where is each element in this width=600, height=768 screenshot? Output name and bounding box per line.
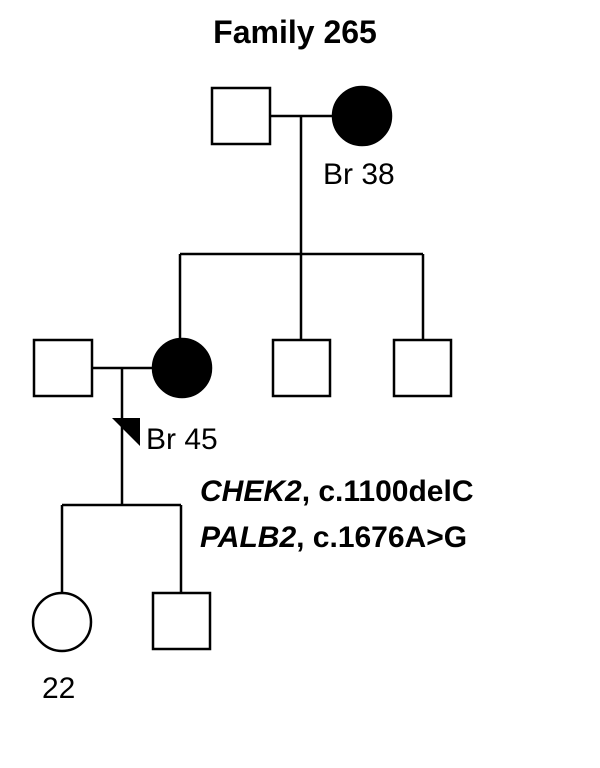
gen1-mother-label: Br 38 bbox=[323, 158, 395, 191]
gen3-son-male-symbol bbox=[151, 591, 212, 651]
gen2-son2-male-symbol bbox=[392, 338, 453, 398]
gen2-daughter-affected-female-symbol bbox=[151, 337, 213, 399]
gen2-spouse-male-symbol bbox=[32, 338, 94, 398]
variant-change-2: , c.1676A>G bbox=[296, 521, 468, 554]
gen2-daughter-label: Br 45 bbox=[146, 423, 218, 456]
pedigree-title: Family 265 bbox=[213, 14, 377, 50]
variant-change-1: , c.1100delC bbox=[301, 475, 474, 508]
variant-gene-1: CHEK2 bbox=[200, 475, 302, 508]
proband-arrow-icon bbox=[112, 418, 140, 446]
gen3-daughter-age-label: 22 bbox=[42, 672, 76, 705]
gen3-daughter-female-symbol bbox=[31, 591, 93, 653]
variant-line-2: PALB2, c.1676A>G bbox=[200, 521, 467, 555]
gen1-mother-affected-female-symbol bbox=[331, 85, 393, 147]
variant-gene-2: PALB2 bbox=[200, 521, 297, 554]
variant-line-1: CHEK2, c.1100delC bbox=[200, 475, 474, 509]
gen1-father-male-symbol bbox=[210, 86, 272, 146]
gen2-son1-male-symbol bbox=[271, 338, 332, 398]
